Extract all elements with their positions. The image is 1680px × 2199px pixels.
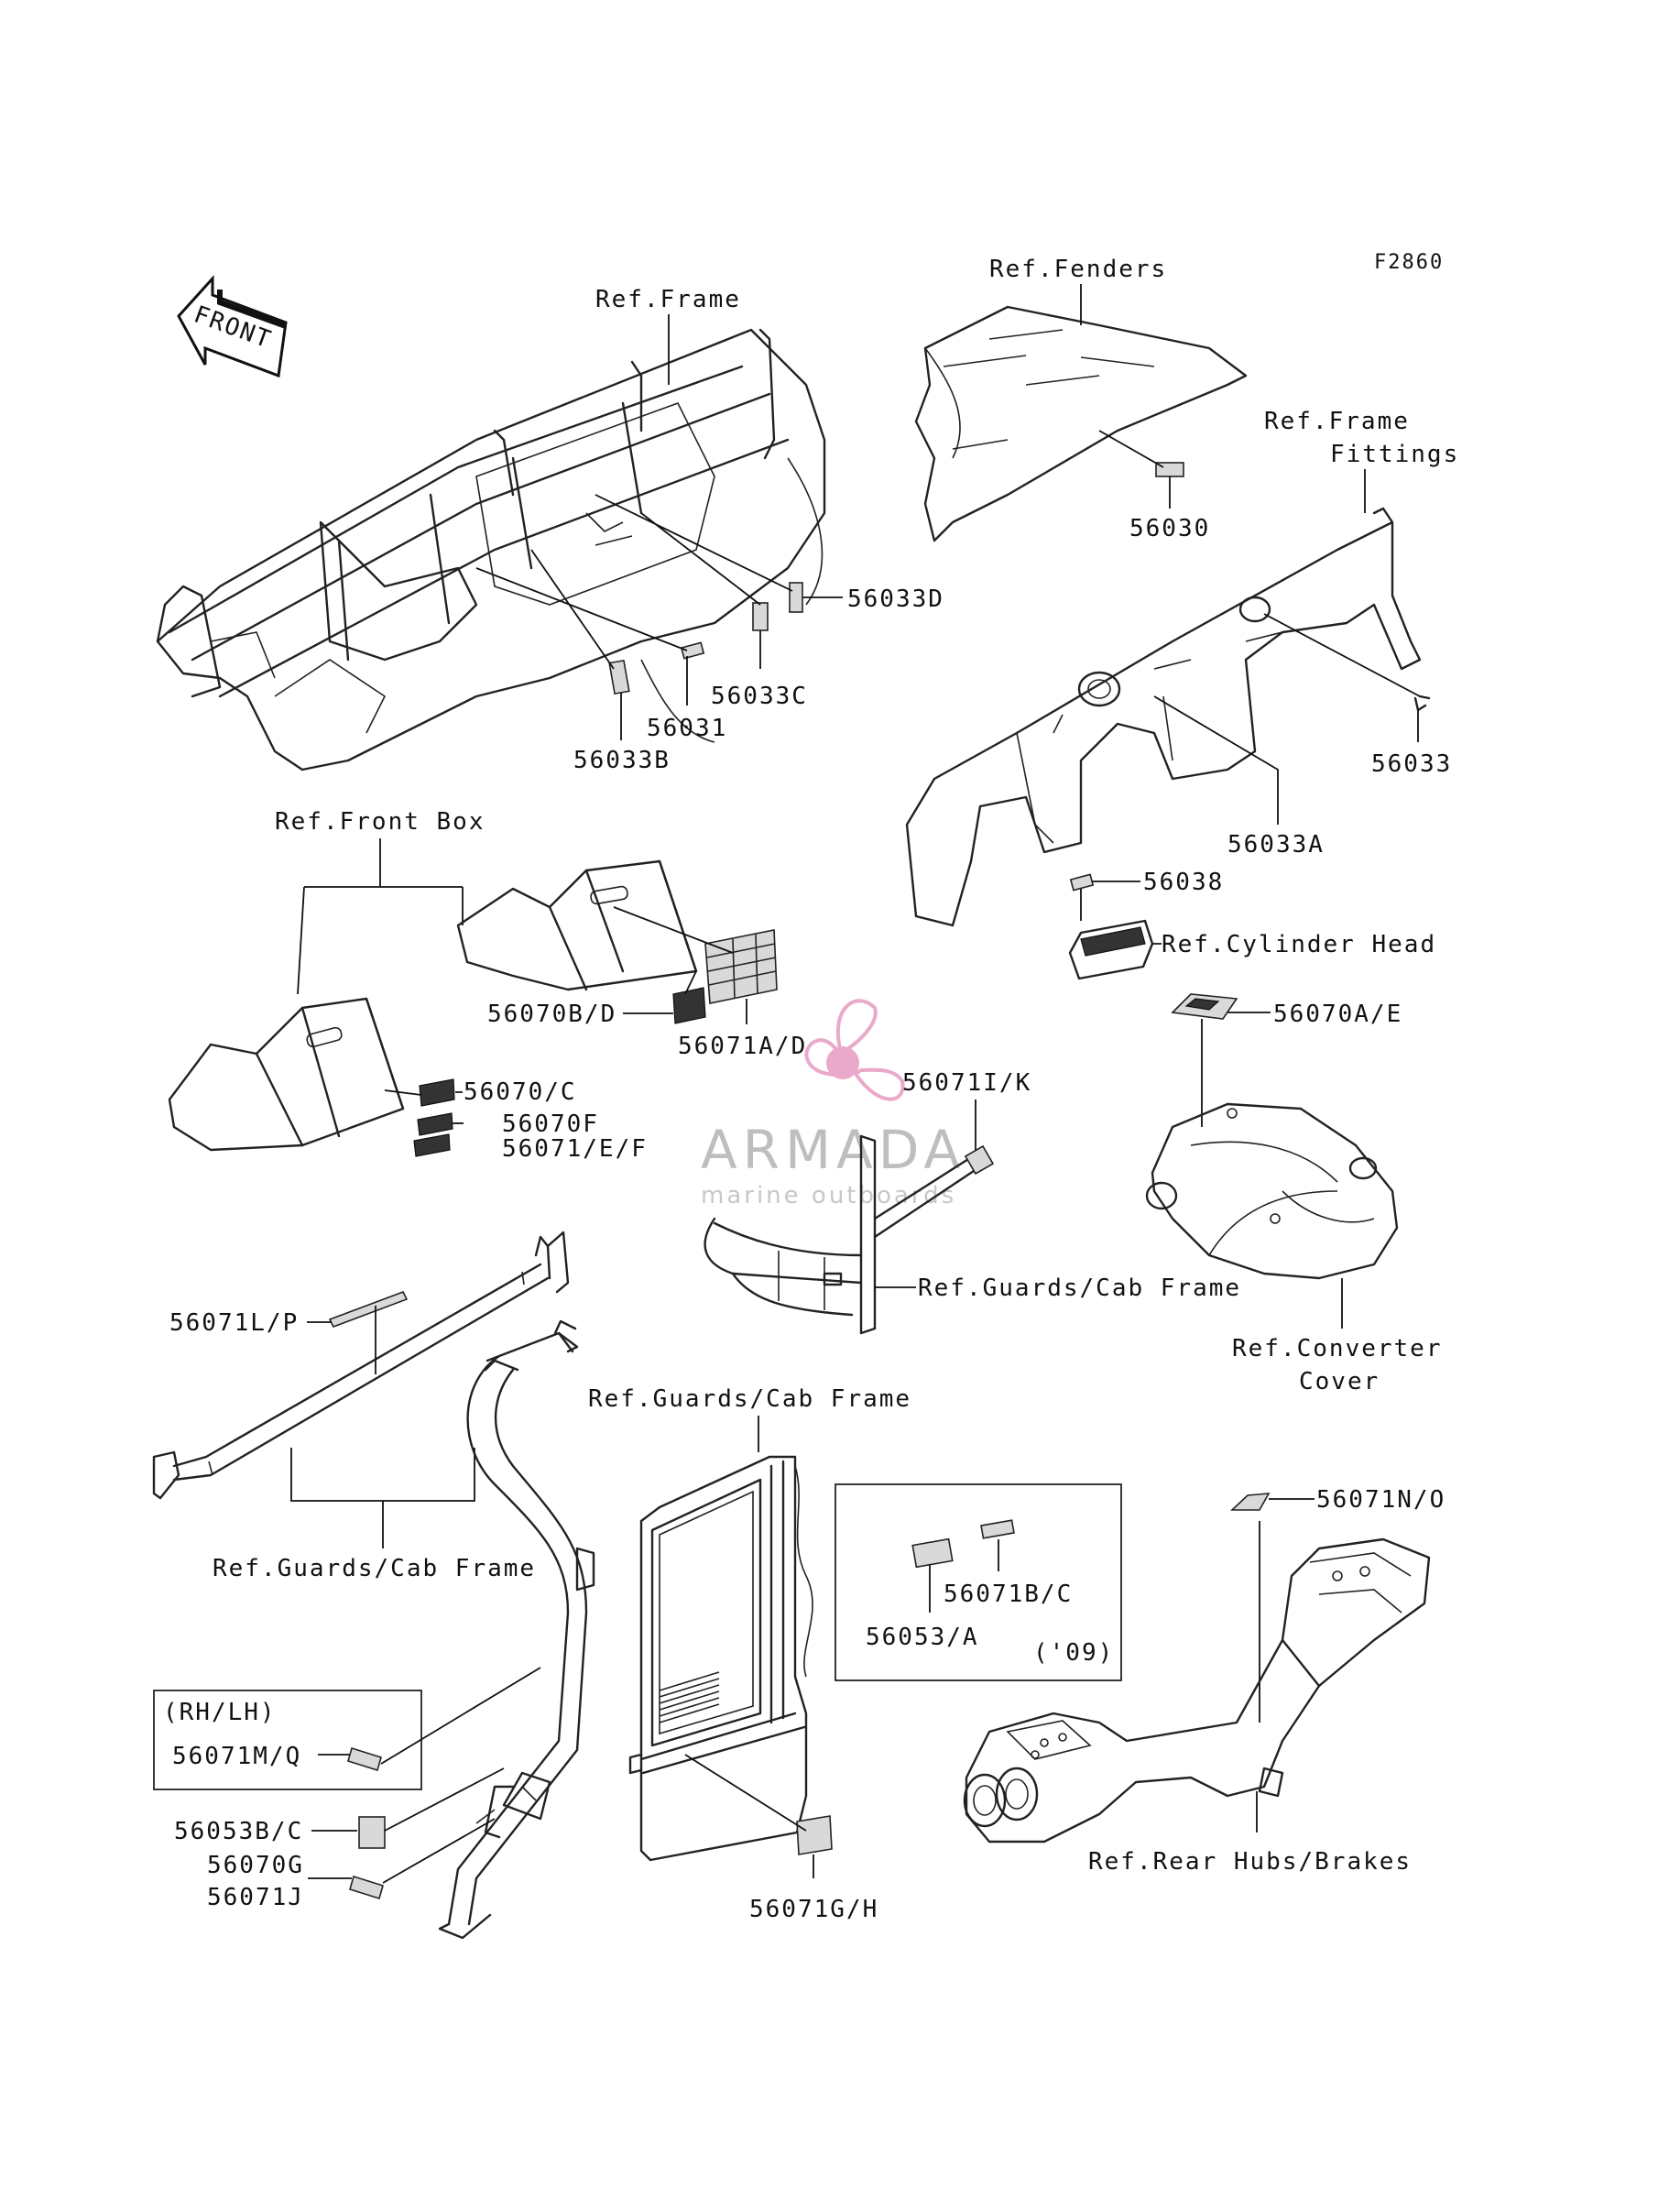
- part-56071i-k: 56071I/K: [902, 1069, 1031, 1097]
- decal-56071m-q: [347, 1746, 382, 1772]
- part-56053b-c: 56053B/C: [174, 1818, 303, 1845]
- rear-axle-housing: [963, 1537, 1431, 1843]
- ref-fenders-label: Ref.Fenders: [989, 256, 1167, 283]
- part-56053-a: 56053/A: [866, 1624, 979, 1651]
- decal-56053-a: [911, 1537, 954, 1569]
- fenders: [914, 305, 1248, 542]
- decal-56071a-d: [704, 929, 778, 1004]
- part-56031: 56031: [647, 715, 727, 742]
- part-56070g: 56070G: [207, 1852, 304, 1879]
- ref-frame-fittings-label-2: Fittings: [1330, 441, 1459, 468]
- cab-door: [628, 1455, 813, 1862]
- ref-rear-hubs-brakes-label: Ref.Rear Hubs/Brakes: [1088, 1848, 1412, 1876]
- propeller-icon: [804, 999, 905, 1101]
- part-56071g-h: 56071G/H: [749, 1896, 878, 1923]
- armada-watermark: ARMADA marine outboards: [701, 999, 965, 1209]
- part-56070a-e: 56070A/E: [1273, 1001, 1402, 1028]
- frame-fittings-dash: [905, 507, 1422, 927]
- decal-56070a-e: [1171, 993, 1238, 1020]
- decal-56038: [1069, 873, 1095, 892]
- part-56071l-p: 56071L/P: [169, 1309, 299, 1337]
- decal-56053b-c: [358, 1816, 386, 1849]
- part-56070-c: 56070/C: [464, 1078, 577, 1106]
- decal-56070b-d: [672, 987, 706, 1024]
- year-09-box: [835, 1483, 1122, 1681]
- part-56070f: 56070F: [502, 1110, 599, 1138]
- decal-56070g-56071j: [349, 1875, 384, 1900]
- part-56071a-d: 56071A/D: [678, 1033, 807, 1060]
- ref-frame-label: Ref.Frame: [595, 286, 741, 313]
- front-box-upper: [456, 859, 698, 991]
- part-56033d: 56033D: [847, 585, 944, 613]
- decal-56071l-p: [328, 1290, 409, 1329]
- year-09-label: ('09): [1033, 1639, 1114, 1667]
- cylinder-head: [1068, 919, 1154, 980]
- roll-bar: [152, 1231, 570, 1500]
- ref-converter-cover-label-2: Cover: [1299, 1368, 1380, 1395]
- decal-56071g-h: [796, 1815, 833, 1855]
- decal-56071b-c: [980, 1519, 1015, 1539]
- diagram-code: F2860: [1374, 251, 1444, 274]
- part-56033a: 56033A: [1227, 831, 1325, 859]
- ref-frame-fittings-label-1: Ref.Frame: [1264, 408, 1410, 435]
- ref-guards-cab-frame-label-1: Ref.Guards/Cab Frame: [918, 1275, 1241, 1302]
- decal-56071i-k: [964, 1144, 995, 1176]
- part-56071b-c: 56071B/C: [944, 1581, 1073, 1608]
- decal-56071n-o: [1229, 1493, 1271, 1511]
- decal-56033c: [752, 602, 769, 631]
- watermark-tagline: marine outboards: [701, 1182, 956, 1209]
- ref-cylinder-head-label: Ref.Cylinder Head: [1162, 931, 1436, 958]
- part-56071m-q: 56071M/Q: [172, 1743, 301, 1770]
- part-56071-e-f: 56071/E/F: [502, 1135, 648, 1163]
- watermark-brand: ARMADA: [701, 1119, 965, 1181]
- ref-front-box-label: Ref.Front Box: [275, 808, 485, 836]
- ref-guards-cab-frame-label-2: Ref.Guards/Cab Frame: [213, 1555, 536, 1582]
- decals-front-box-lower: [413, 1078, 455, 1157]
- part-56071n-o: 56071N/O: [1316, 1486, 1445, 1514]
- part-56070b-d: 56070B/D: [487, 1001, 616, 1028]
- side-rops-tube: [438, 1319, 595, 1940]
- part-56033c: 56033C: [711, 683, 808, 710]
- clip-56033: [1413, 695, 1431, 712]
- main-frame: [156, 328, 826, 771]
- front-arrow-icon: FRONT: [177, 275, 288, 378]
- guard-cab-frame-middle: [704, 1134, 987, 1335]
- front-box-lower: [168, 997, 405, 1152]
- rhlh-label: (RH/LH): [163, 1699, 277, 1726]
- part-56038: 56038: [1143, 869, 1224, 896]
- part-56033: 56033: [1371, 750, 1452, 778]
- part-56030: 56030: [1129, 515, 1210, 542]
- ref-converter-cover-label-1: Ref.Converter: [1232, 1335, 1443, 1362]
- ref-guards-cab-frame-label-3: Ref.Guards/Cab Frame: [588, 1385, 911, 1413]
- decal-56033d: [789, 582, 803, 613]
- part-56071j: 56071J: [207, 1884, 304, 1911]
- converter-cover: [1145, 1102, 1399, 1280]
- decal-56033b: [608, 659, 630, 695]
- part-56033b: 56033B: [573, 747, 671, 774]
- decal-56031: [680, 641, 705, 660]
